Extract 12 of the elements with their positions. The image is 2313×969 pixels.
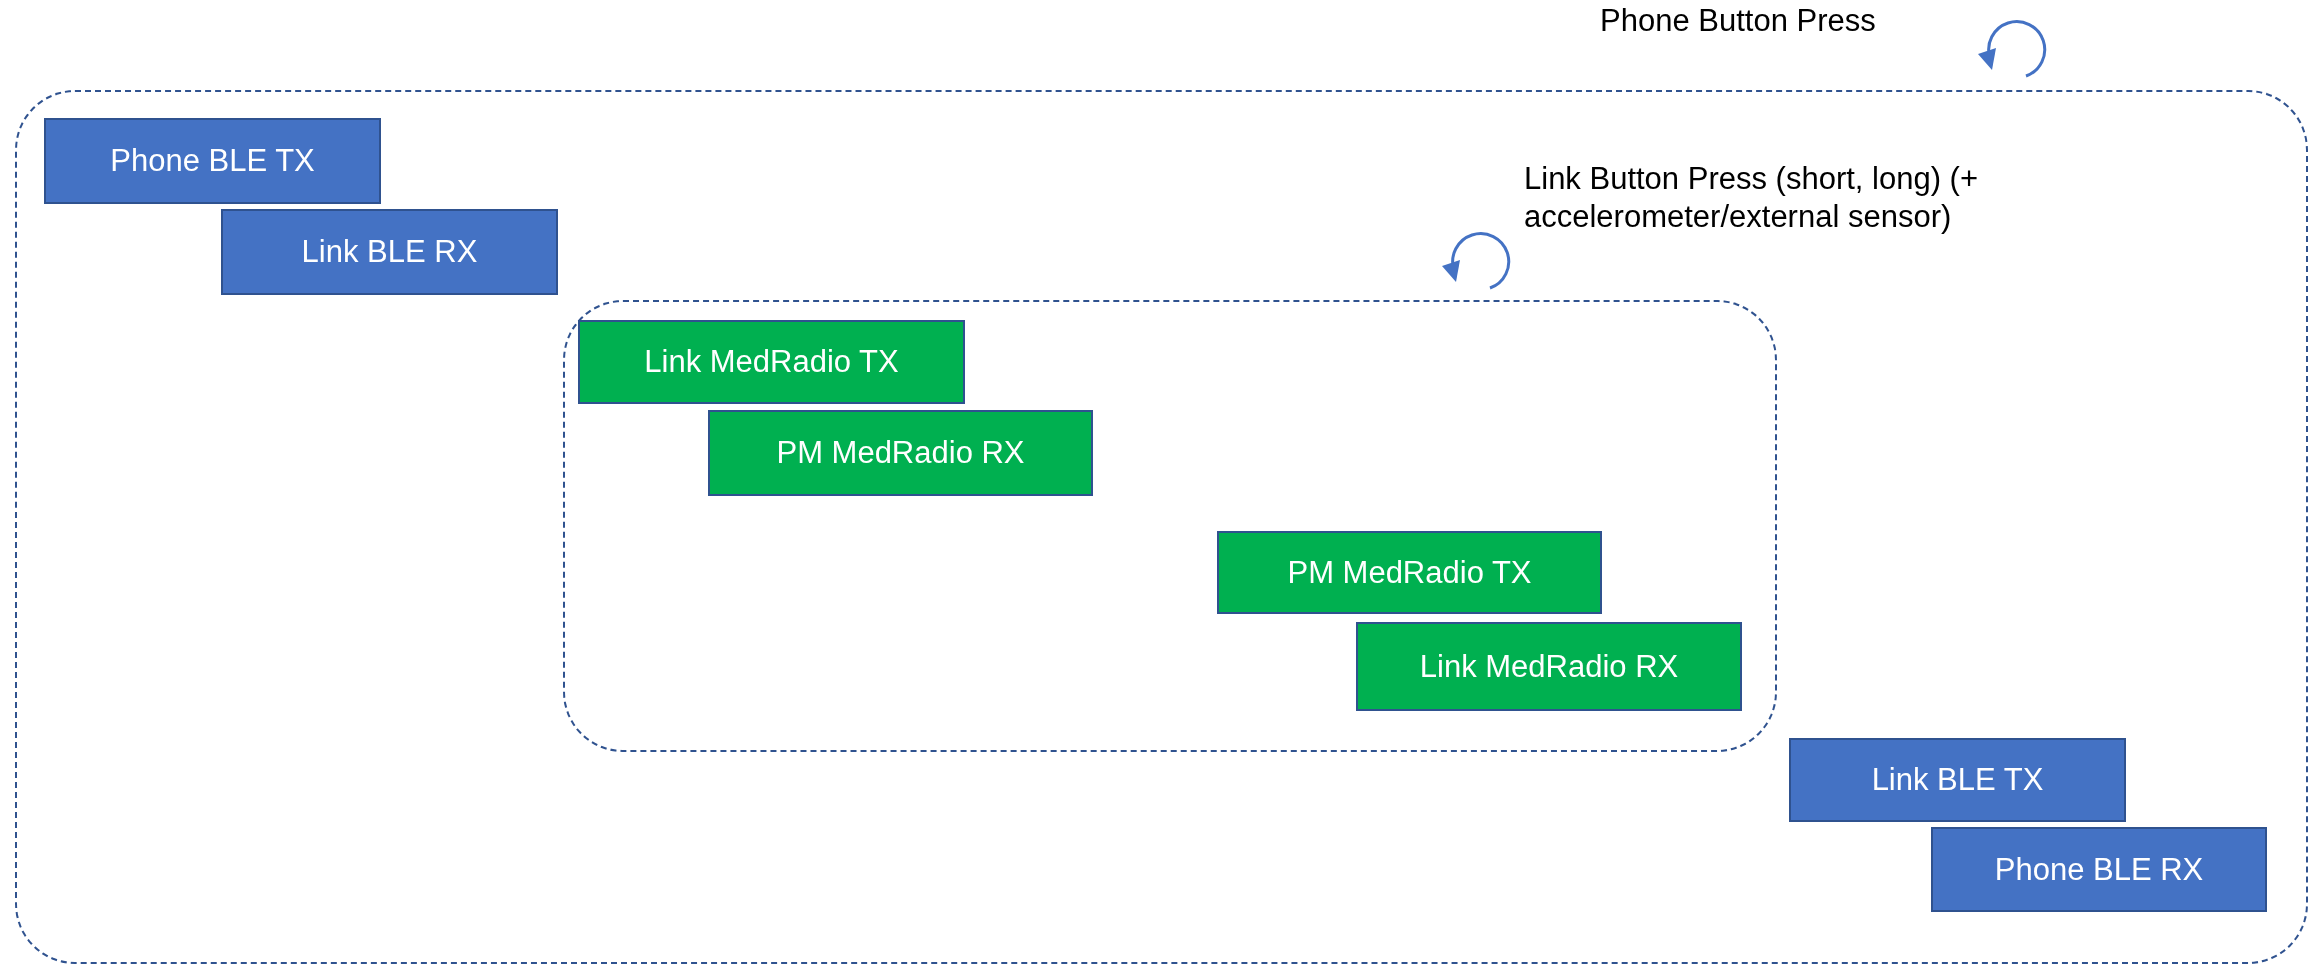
timeslot-bar: PM MedRadio TX bbox=[1217, 531, 1602, 614]
timeslot-bar: Link BLE RX bbox=[221, 209, 558, 295]
timeslot-bar: Link BLE TX bbox=[1789, 738, 2126, 822]
dashed-loop-frame bbox=[15, 90, 2308, 964]
timeslot-bar: Link MedRadio RX bbox=[1356, 622, 1742, 711]
dashed-loop-frame bbox=[563, 300, 1777, 752]
trigger-note: Link Button Press (short, long) (+ accelerometer/external sensor) bbox=[1524, 160, 1979, 236]
timeslot-bar: Phone BLE TX bbox=[44, 118, 381, 204]
timeslot-bar: Link MedRadio TX bbox=[578, 320, 965, 404]
trigger-note: Phone Button Press bbox=[1600, 2, 1877, 40]
timeslot-bar: PM MedRadio RX bbox=[708, 410, 1093, 496]
timeslot-bar: Phone BLE RX bbox=[1931, 827, 2267, 912]
